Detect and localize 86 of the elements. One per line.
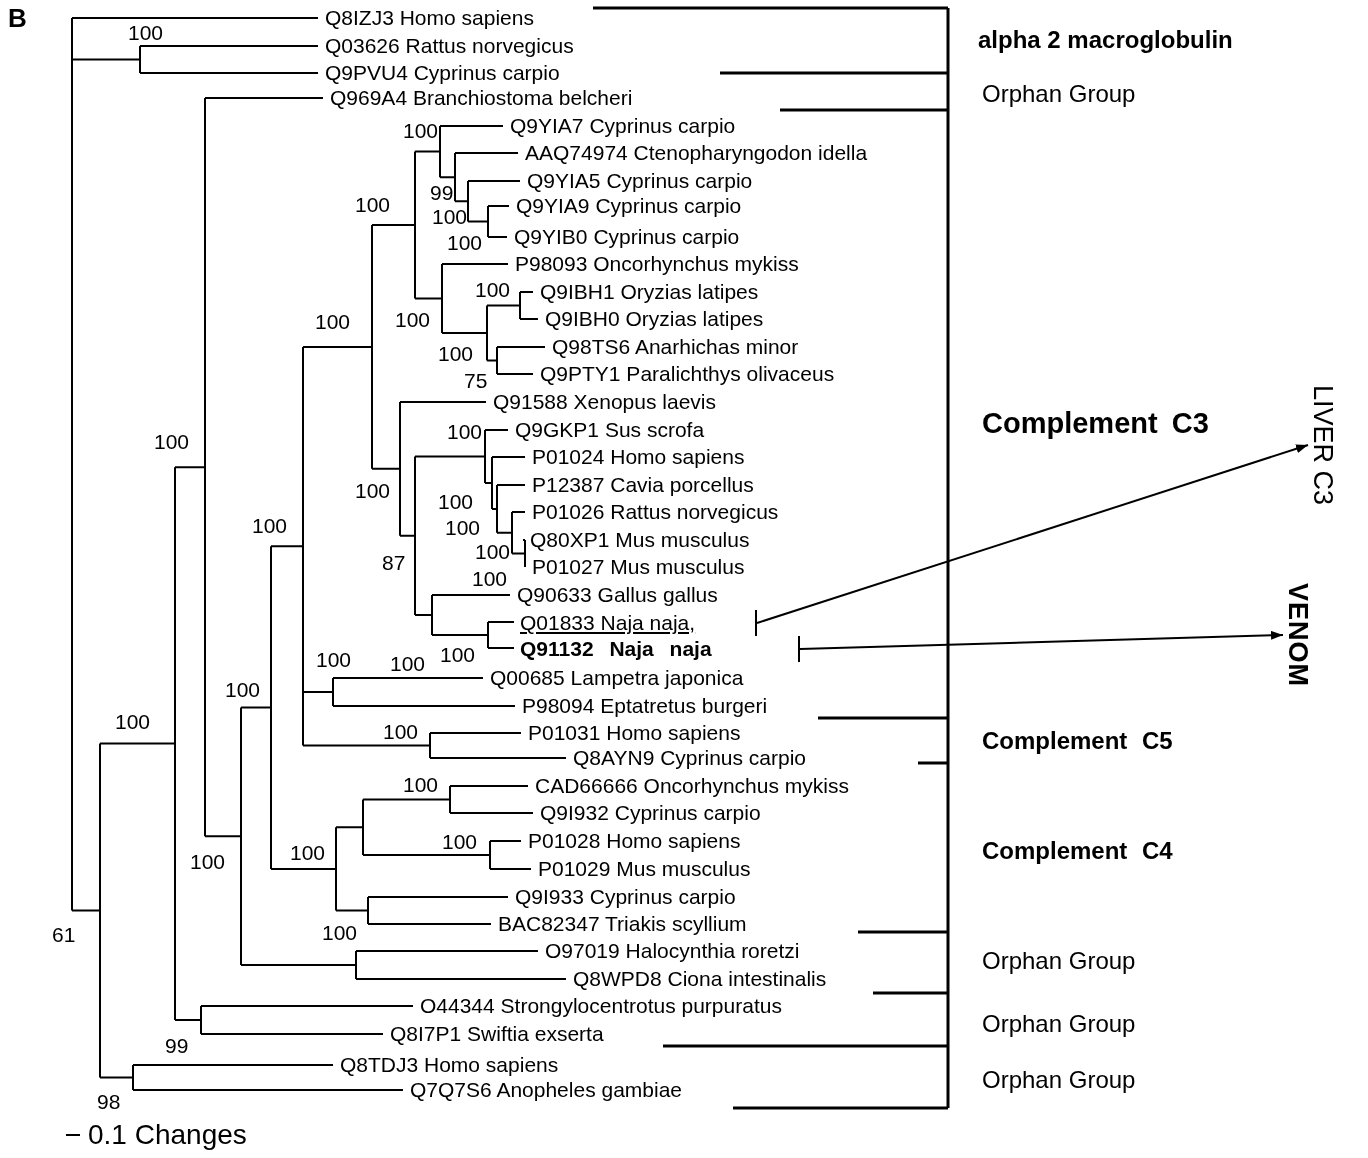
bootstrap-value: 100	[252, 514, 288, 538]
arrow	[799, 630, 1284, 650]
taxon-label: Q03626 Rattus norvegicus	[325, 34, 574, 58]
taxon-label: BAC82347 Triakis scyllium	[498, 912, 747, 936]
bootstrap-value: 99	[165, 1034, 189, 1058]
bootstrap-value: 100	[190, 850, 226, 874]
taxon-label: AAQ74974 Ctenopharyngodon idella	[525, 141, 868, 165]
bootstrap-value: 100	[322, 921, 358, 945]
taxon-label: Q7Q7S6 Anopheles gambiae	[410, 1078, 683, 1102]
group-label: Orphan Group	[982, 82, 1136, 106]
group-label: Orphan Group	[982, 1012, 1136, 1036]
bootstrap-value: 100	[447, 420, 483, 444]
bootstrap-value: 100	[432, 205, 468, 229]
taxon-label: P01031 Homo sapiens	[528, 721, 741, 745]
bootstrap-value: 100	[316, 648, 352, 672]
bootstrap-value: 100	[475, 278, 511, 302]
bootstrap-value: 100	[290, 841, 326, 865]
taxon-label: P01029 Mus musculus	[538, 857, 751, 881]
bootstrap-value: 100	[154, 430, 190, 454]
bootstrap-value: 100	[442, 830, 478, 854]
taxon-label: CAD66666 Oncorhynchus mykiss	[535, 774, 849, 798]
bootstrap-value: 98	[97, 1090, 121, 1114]
bootstrap-value: 100	[445, 516, 481, 540]
group-label: alpha 2 macroglobulin	[978, 28, 1233, 52]
taxon-label: P01026 Rattus norvegicus	[532, 500, 779, 524]
taxon-label: Q01833 Naja naja,	[520, 610, 757, 636]
taxon-label: Q9IBH0 Oryzias latipes	[545, 307, 764, 331]
taxon-label: Q00685 Lampetra japonica	[490, 666, 744, 690]
bootstrap-value: 100	[355, 479, 391, 503]
taxon-label: Q969A4 Branchiostoma belcheri	[330, 86, 633, 110]
taxon-label: O97019 Halocynthia roretzi	[545, 939, 800, 963]
taxon-label: Q9YIA7 Cyprinus carpio	[510, 114, 736, 138]
bootstrap-value: 75	[464, 369, 488, 393]
taxon-label: Q8AYN9 Cyprinus carpio	[573, 746, 807, 770]
taxon-label: P98093 Oncorhynchus mykiss	[515, 252, 799, 276]
bootstrap-value: 100	[128, 21, 164, 45]
taxon-label: Q8TDJ3 Homo sapiens	[340, 1053, 559, 1077]
tissue-label: LIVER C3	[1308, 385, 1338, 506]
taxon-label: P01027 Mus musculus	[532, 555, 745, 579]
taxon-label: Q8IZJ3 Homo sapiens	[325, 6, 534, 30]
bootstrap-value: 99	[430, 181, 454, 205]
taxon-label: P12387 Cavia porcellus	[532, 473, 754, 497]
bootstrap-value: 100	[383, 720, 419, 744]
bootstrap-value: 100	[440, 643, 476, 667]
group-label: Orphan Group	[982, 1068, 1136, 1092]
bootstrap-value: 100	[475, 540, 511, 564]
bootstrap-value: 87	[382, 551, 406, 575]
bootstrap-value: 100	[438, 490, 474, 514]
group-label: Complement C5	[982, 729, 1173, 753]
taxon-label: P01024 Homo sapiens	[532, 445, 745, 469]
taxon-label: Q9YIA9 Cyprinus carpio	[516, 194, 742, 218]
taxon-label: Q9YIB0 Cyprinus carpio	[514, 225, 740, 249]
taxon-label: Q8WPD8 Ciona intestinalis	[573, 967, 827, 991]
bootstrap-value: 100	[315, 310, 351, 334]
bootstrap-value: 100	[403, 773, 439, 797]
tissue-label: VENOM	[1283, 583, 1313, 687]
taxon-label: P01028 Homo sapiens	[528, 829, 741, 853]
taxon-label: Q98TS6 Anarhichas minor	[552, 335, 799, 359]
bootstrap-value: 100	[115, 710, 151, 734]
panel-letter: B	[8, 6, 27, 30]
taxon-label: Q80XP1 Mus musculus	[530, 528, 750, 552]
bootstrap-value: 100	[390, 652, 426, 676]
taxon-label: Q91588 Xenopus laevis	[493, 390, 716, 414]
bootstrap-value: 100	[395, 308, 431, 332]
bootstrap-value: 100	[447, 231, 483, 255]
taxon-label: Q9I933 Cyprinus carpio	[515, 885, 736, 909]
taxon-label: P98094 Eptatretus burgeri	[522, 694, 768, 718]
taxon-label: O44344 Strongylocentrotus purpuratus	[420, 994, 782, 1018]
bootstrap-value: 100	[355, 193, 391, 217]
bootstrap-value: 100	[438, 342, 474, 366]
group-label: Orphan Group	[982, 949, 1136, 973]
taxon-label: Q91132 Naja naja	[520, 636, 800, 662]
taxon-label: Q9IBH1 Oryzias latipes	[540, 280, 759, 304]
bootstrap-value: 61	[52, 923, 76, 947]
arrow	[756, 443, 1309, 624]
taxon-label: Q9I932 Cyprinus carpio	[540, 801, 761, 825]
bootstrap-value: 100	[403, 119, 439, 143]
taxon-label: Q9GKP1 Sus scrofa	[515, 418, 705, 442]
taxon-label: Q9PTY1 Paralichthys olivaceus	[540, 362, 835, 386]
taxon-label: Q90633 Gallus gallus	[517, 583, 718, 607]
group-label: Complement C4	[982, 839, 1173, 863]
taxon-label: Q9PVU4 Cyprinus carpio	[325, 61, 560, 85]
bootstrap-value: 100	[472, 567, 508, 591]
bootstrap-value: 100	[225, 678, 261, 702]
taxon-label: Q8I7P1 Swiftia exserta	[390, 1022, 604, 1046]
taxon-label: Q9YIA5 Cyprinus carpio	[527, 169, 753, 193]
